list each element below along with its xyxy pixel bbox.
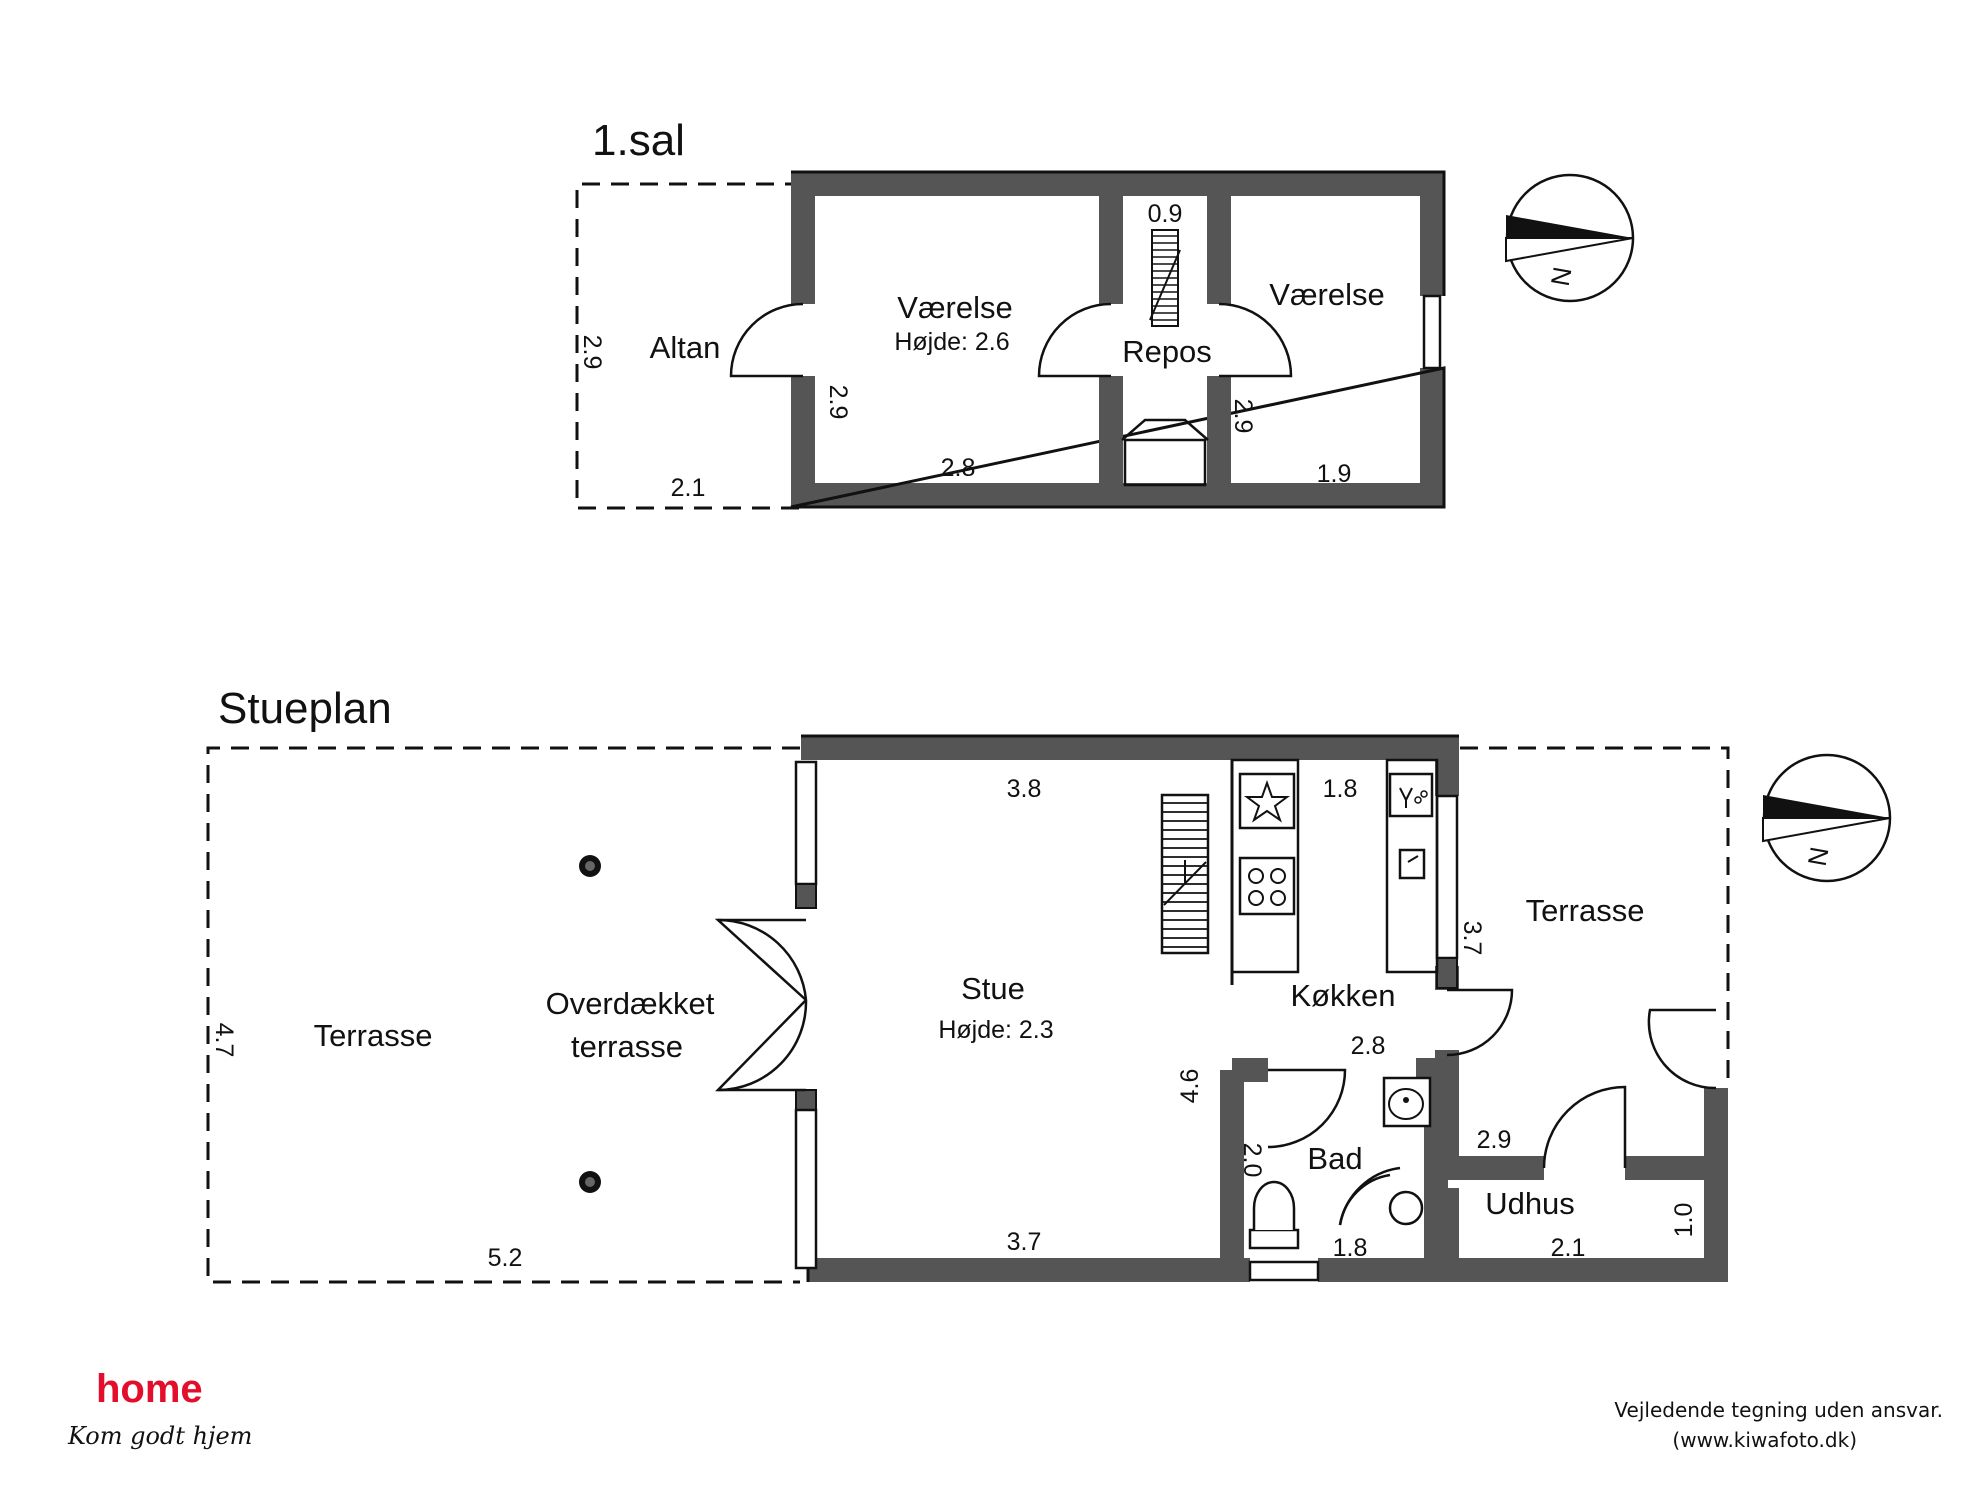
upper-floor: 1.sal [575,116,1635,510]
dim-udhus-width: 2.1 [1551,1234,1586,1262]
room-label-altan: Altan [650,330,721,365]
room-label-terrasse-left: Terrasse [314,1018,433,1053]
room-label-repos: Repos [1122,334,1212,369]
dim-udhus-top: 2.9 [1477,1126,1512,1154]
room-label-terrasse-right: Terrasse [1526,893,1645,928]
dim-koekken-bottom: 2.8 [1351,1032,1386,1060]
room-label-bad: Bad [1307,1141,1362,1176]
washbasin-icon [1382,1076,1432,1128]
footer-disclaimer: Vejledende tegning uden ansvar. [1614,1398,1943,1422]
dim-right-terrasse-height: 3.7 [1458,921,1486,956]
footer-credit: (www.kiwafoto.dk) [1672,1428,1857,1452]
ground-doors [1267,988,1717,1226]
sink-icon [1398,848,1426,880]
kitchen-right-wall [1435,794,1459,989]
terrasse-right-outline [1460,746,1730,1080]
dim-stair-width: 0.9 [1148,200,1183,228]
dim-vaerelse-2-height: 2.9 [1229,399,1257,434]
terrace-door-lower [715,999,807,1092]
altan-door [729,302,804,378]
ground-left-wall [714,760,818,1270]
room-height-stue: Højde: 2.3 [938,1016,1053,1044]
bathroom-window [1248,1260,1320,1282]
kitchen-counter [1230,758,1439,985]
room-label-stue: Stue [961,971,1025,1006]
ground-floor-title: Stueplan [218,684,392,733]
stair-opening [1121,418,1209,487]
dim-stue-side: 4.6 [1176,1069,1204,1104]
toilet-icon [1248,1180,1300,1250]
room-label-udhus: Udhus [1485,1186,1575,1221]
room-label-koekken: Køkken [1290,978,1395,1013]
compass-icon: N [1762,753,1892,883]
dim-vaerelse-1-height: 2.9 [824,385,852,420]
brand-name: home [96,1367,203,1411]
terrasse-left-outline [206,746,800,1284]
stove-icon [1238,772,1296,830]
brand-slogan: Kom godt hjem [67,1422,252,1450]
dim-altan-width: 2.1 [671,474,706,502]
dim-stue-bottom: 3.7 [1007,1228,1042,1256]
room-label-vaerelse-2: Værelse [1269,277,1384,312]
post-icon [579,1171,601,1193]
room-height-vaerelse-1: Højde: 2.6 [894,328,1009,356]
upper-outer-walls [790,170,1446,509]
upper-floor-title: 1.sal [592,116,685,165]
upper-interior-walls [1099,196,1231,483]
dim-koekken-width: 1.8 [1323,775,1358,803]
dim-stue-top: 3.8 [1007,775,1042,803]
shower-drain-icon [1388,1190,1424,1226]
hob-icon [1238,856,1296,916]
upper-window [1422,294,1442,370]
dim-terrasse-height: 4.7 [210,1023,238,1058]
room-label-overdaekket-terrasse: terrasse [571,1029,683,1064]
kitchen-terrace-door [1446,988,1514,1057]
udhus-door [1542,1085,1627,1169]
upper-doors [729,302,1293,378]
dishwasher-icon [1388,772,1434,818]
room-label-vaerelse-1: Værelse [897,290,1012,325]
dim-terrasse-width: 5.2 [488,1244,523,1272]
room-label-overdaekket: Overdækket [546,986,715,1021]
dim-bad-width: 1.8 [1333,1234,1368,1262]
altan-outline [575,182,803,510]
vaerelse2-door [1218,302,1293,378]
compass-north-label: N [1802,845,1835,869]
brand-logo: home Kom godt hjem [67,1367,252,1450]
bathroom-walls [1220,1058,1448,1282]
dim-bad-height: 2.0 [1238,1143,1266,1178]
bathroom-door [1267,1068,1347,1149]
dim-altan-height: 2.9 [578,335,606,370]
terrace-gate [1647,1008,1717,1090]
compass-icon: N [1505,173,1635,303]
staircase-icon [1149,229,1181,327]
vaerelse1-door [1037,302,1112,378]
dim-vaerelse-1-width: 2.8 [941,454,976,482]
staircase-icon [1160,793,1210,955]
ground-floor: Stueplan [206,684,1892,1284]
dim-vaerelse-2-width: 1.9 [1317,460,1352,488]
dim-udhus-height: 1.0 [1670,1203,1698,1238]
compass-north-label: N [1545,265,1578,289]
post-icon [579,855,601,877]
